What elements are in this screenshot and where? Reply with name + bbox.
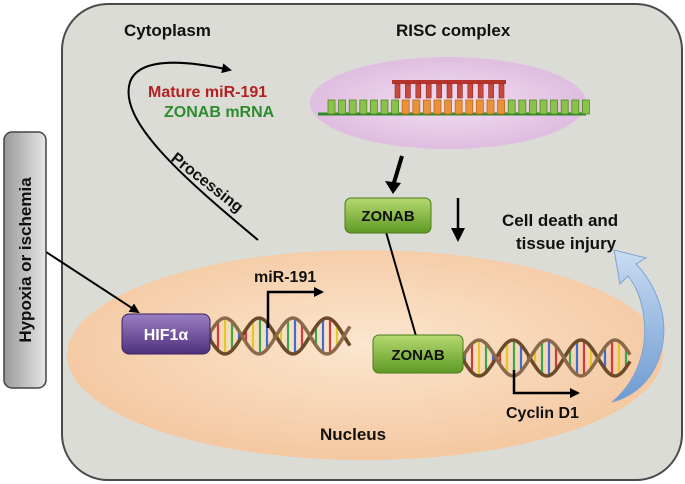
mirna-base xyxy=(415,83,422,99)
cell-death-arrow xyxy=(611,249,665,403)
mrna-base xyxy=(422,99,431,115)
cyclin-promoter-arrow xyxy=(512,370,580,398)
dna-backbone xyxy=(206,316,352,356)
dna-backbone xyxy=(460,338,632,378)
cell-death-label-line2: tissue injury xyxy=(516,234,617,253)
mrna-base xyxy=(475,99,484,115)
mirna-base xyxy=(425,83,432,99)
zonab-nuc-label: ZONAB xyxy=(391,347,444,364)
mrna-base xyxy=(582,99,590,115)
hif1a-label: HIF1α xyxy=(144,327,189,344)
hif1a-box xyxy=(121,313,211,355)
mrna-base xyxy=(550,99,558,115)
cytoplasm-label: Cytoplasm xyxy=(124,21,211,40)
mrna-base xyxy=(380,99,389,115)
mrna-base xyxy=(444,99,453,115)
hypoxia-arrow xyxy=(39,247,140,314)
mrna-base xyxy=(529,99,537,115)
risc-complex-label: RISC complex xyxy=(396,21,511,40)
risc-to-zonab-arrowhead xyxy=(385,181,401,194)
zonab-translocation-line xyxy=(385,231,417,337)
mrna-base xyxy=(465,99,474,115)
mirna-base xyxy=(488,83,494,99)
mature-mirna-strand xyxy=(392,80,506,99)
mrna-base xyxy=(369,99,378,115)
dna-backbone xyxy=(460,338,632,378)
dna-helix-mir191 xyxy=(206,316,352,356)
hypoxia-label: Hypoxia or ischemia xyxy=(16,177,35,343)
zonab-mrna-label: ZONAB mRNA xyxy=(164,104,275,121)
dna-helix-cyclin xyxy=(460,338,632,378)
mir191-label: miR-191 xyxy=(254,269,316,286)
mirna-base xyxy=(467,83,474,99)
mirna-base xyxy=(405,83,411,99)
cyclin-label: Cyclin D1 xyxy=(506,405,579,422)
mrna-base xyxy=(518,99,527,115)
mrna-base xyxy=(497,99,506,115)
zonab-cyto-box xyxy=(344,197,432,234)
mir191-promoter-arrow xyxy=(266,287,324,328)
decrease-arrowhead xyxy=(451,228,465,242)
mature-mir-label: Mature miR-191 xyxy=(148,84,267,101)
mrna-base xyxy=(412,99,421,115)
mrna-base xyxy=(507,99,516,115)
mrna-base xyxy=(401,99,410,115)
mirna-base xyxy=(498,83,505,99)
mrna-base xyxy=(486,99,495,115)
dna-backbone xyxy=(206,316,352,356)
hypoxia-box xyxy=(3,131,47,389)
zonab-nuc-box xyxy=(372,334,464,374)
mirna-base xyxy=(394,83,401,99)
mirna-base xyxy=(457,83,463,99)
mrna-base xyxy=(327,99,336,115)
mrna-base xyxy=(359,99,368,115)
cell-death-label-line1: Cell death and xyxy=(502,211,618,230)
mrna-base xyxy=(391,99,400,115)
zonab-cyto-label: ZONAB xyxy=(361,208,414,225)
nucleus xyxy=(67,250,663,460)
mrna-base xyxy=(571,99,580,115)
mrna-base xyxy=(348,99,357,115)
mrna-base xyxy=(539,99,548,115)
mirna-base xyxy=(477,83,484,99)
risc-to-zonab-arrow xyxy=(391,155,404,187)
processing-arrow xyxy=(127,61,259,241)
mrna-base xyxy=(433,99,442,115)
mrna-base xyxy=(560,99,569,115)
zonab-mrna-strand xyxy=(318,99,590,116)
mirna-base xyxy=(436,83,442,99)
nucleus-label: Nucleus xyxy=(320,425,386,444)
mirna-base xyxy=(446,83,453,99)
mrna-base xyxy=(454,99,463,115)
mrna-base xyxy=(338,99,347,115)
